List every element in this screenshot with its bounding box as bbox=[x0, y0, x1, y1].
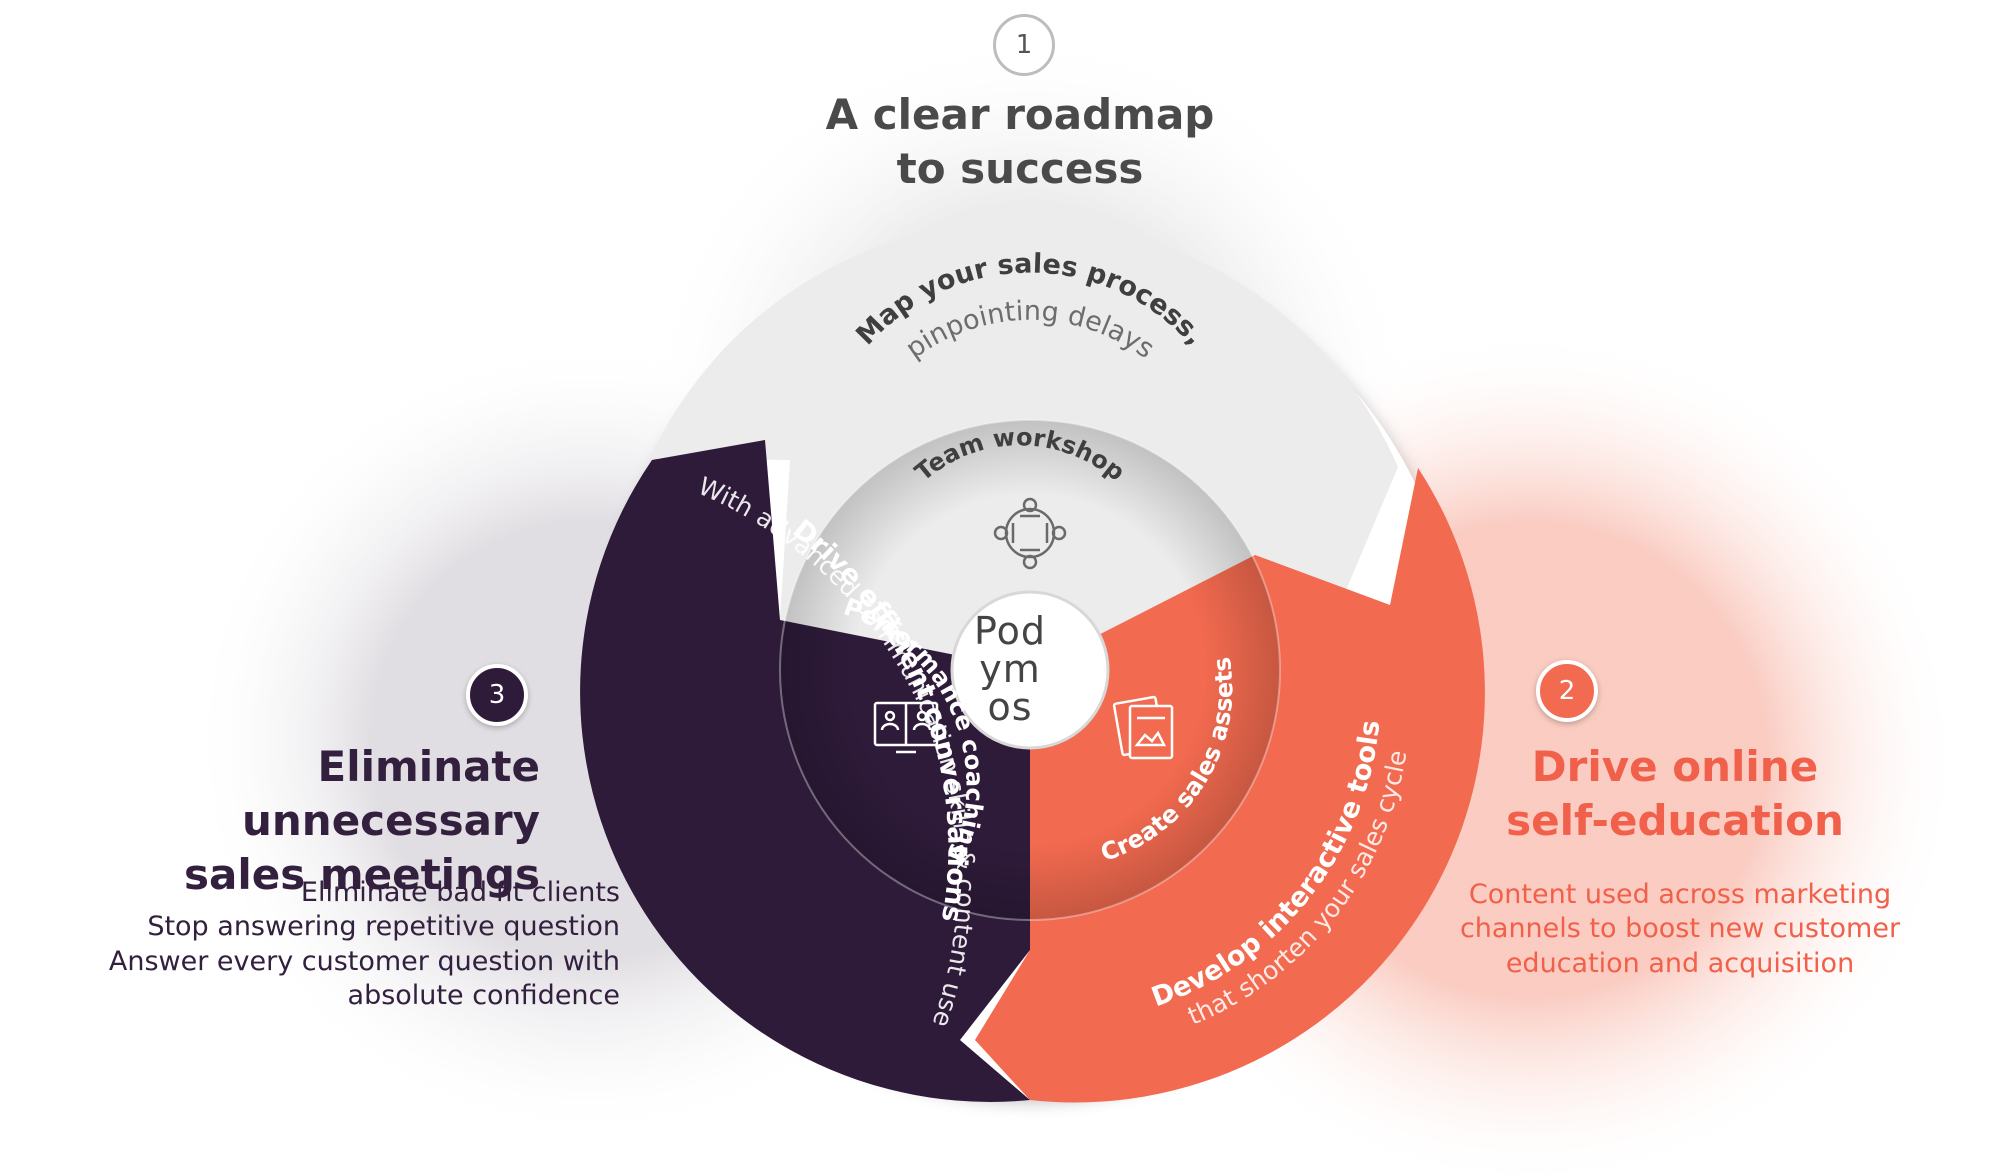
step-3-line: Stop answering repetitive question bbox=[147, 911, 620, 943]
podymos-logo: Pod ym os bbox=[950, 598, 1070, 740]
logo-line-1: Pod bbox=[974, 609, 1046, 653]
logo-disc bbox=[950, 590, 1110, 750]
step-3-line: absolute confidence bbox=[347, 979, 620, 1011]
step-2-heading: Drive online self-education bbox=[1485, 740, 1865, 848]
step-1-heading-line1: A clear roadmap bbox=[825, 90, 1215, 139]
step-3-heading-line1: Eliminate unnecessary bbox=[242, 742, 540, 845]
step-2-line: Content used across marketing bbox=[1468, 879, 1892, 910]
video-coaching-icon bbox=[873, 701, 939, 754]
step-3-description: Eliminate bad fit clients Stop answering… bbox=[60, 876, 620, 1013]
step-3-line: Eliminate bad fit clients bbox=[300, 877, 620, 908]
step-3-heading: Eliminate unnecessary sales meetings bbox=[20, 740, 540, 901]
step-2-line: education and acquisition bbox=[1505, 947, 1855, 979]
step-2-description: Content used across marketing channels t… bbox=[1440, 878, 1920, 981]
step-1-heading-line2: to success bbox=[896, 143, 1144, 193]
sales-assets-icon bbox=[1112, 695, 1174, 760]
step-2-line: channels to boost new customer bbox=[1459, 913, 1901, 945]
logo-line-2: ym bbox=[979, 647, 1041, 691]
step-3-badge: 3 bbox=[466, 664, 528, 726]
step-2-heading-line1: Drive online bbox=[1531, 742, 1819, 791]
logo-line-3: os bbox=[987, 685, 1033, 729]
step-3-heading-line2: sales meetings bbox=[183, 849, 540, 899]
team-workshop-icon bbox=[993, 497, 1067, 570]
step-1-badge: 1 bbox=[993, 14, 1055, 76]
step-2-heading-line2: self-education bbox=[1506, 795, 1844, 845]
step-2-badge: 2 bbox=[1536, 660, 1598, 722]
step-3-line: Answer every customer question with bbox=[108, 945, 620, 977]
step-1-heading: A clear roadmap to success bbox=[790, 88, 1250, 196]
